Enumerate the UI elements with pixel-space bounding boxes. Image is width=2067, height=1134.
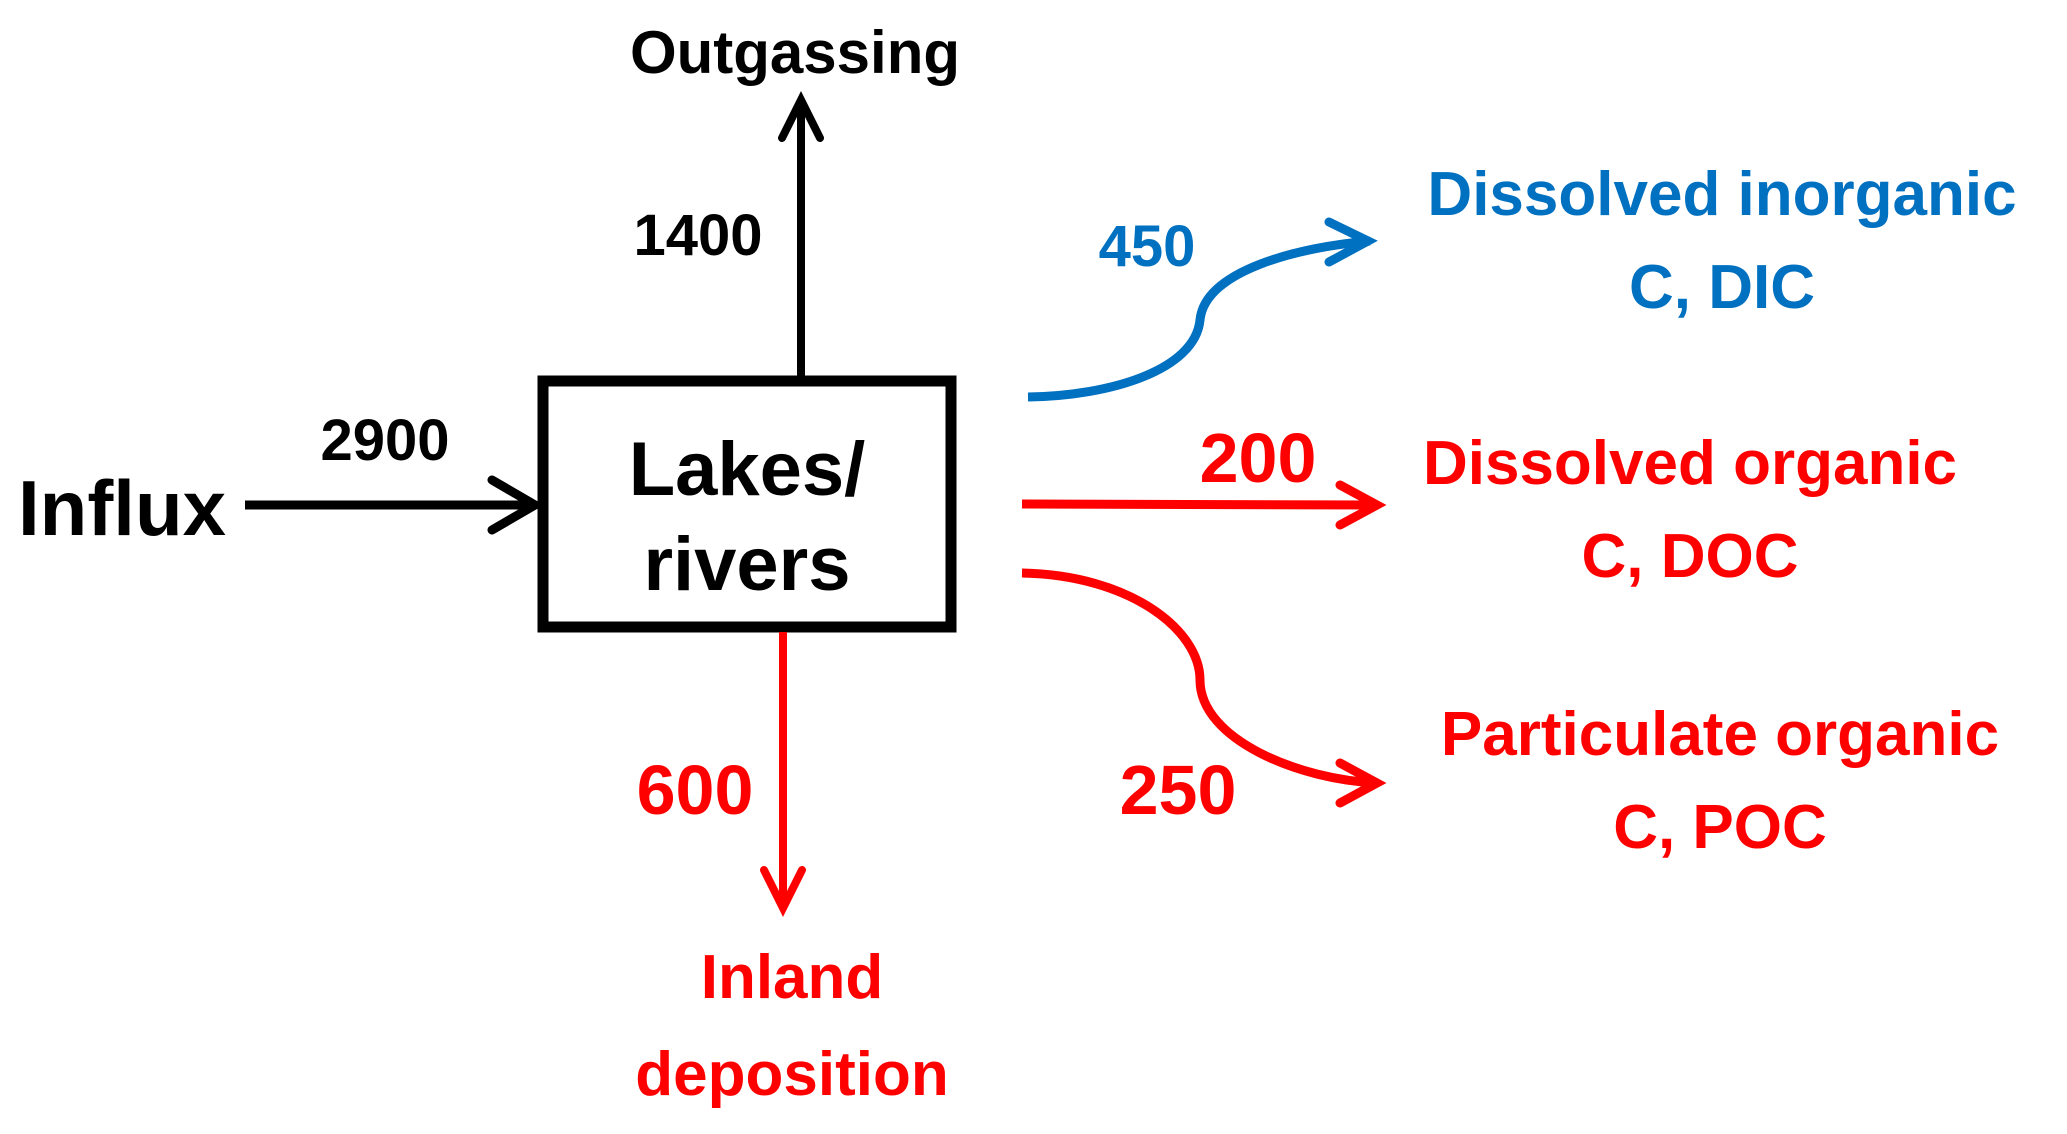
doc-value: 200	[1200, 419, 1317, 497]
poc-label-line1: Particulate organic	[1441, 700, 1999, 769]
influx-label: Influx	[18, 464, 226, 552]
outgassing-label: Outgassing	[630, 19, 960, 86]
dic-arrow	[1027, 217, 1378, 402]
deposition-label-line1: Inland	[701, 943, 884, 1012]
box-label-line1: Lakes/	[629, 427, 866, 512]
deposition-label-line2: deposition	[635, 1040, 948, 1109]
dic-label-line1: Dissolved inorganic	[1427, 160, 2016, 229]
doc-label-line2: C, DOC	[1582, 522, 1799, 591]
dic-label-line2: C, DIC	[1629, 253, 1815, 322]
poc-arrow	[1021, 568, 1387, 808]
deposition-arrow	[760, 632, 806, 917]
poc-value: 250	[1120, 751, 1237, 829]
deposition-value: 600	[637, 751, 754, 829]
influx-arrow	[245, 475, 544, 535]
lakes-rivers-box	[537, 375, 957, 633]
doc-label-line1: Dissolved organic	[1423, 429, 1957, 498]
outgassing-arrow	[778, 91, 824, 376]
outgassing-value: 1400	[633, 203, 762, 268]
influx-value: 2900	[320, 408, 449, 473]
box-label-line2: rivers	[643, 522, 850, 607]
dic-value: 450	[1099, 214, 1196, 279]
poc-label-line2: C, POC	[1613, 793, 1827, 862]
doc-arrow	[1021, 480, 1387, 530]
